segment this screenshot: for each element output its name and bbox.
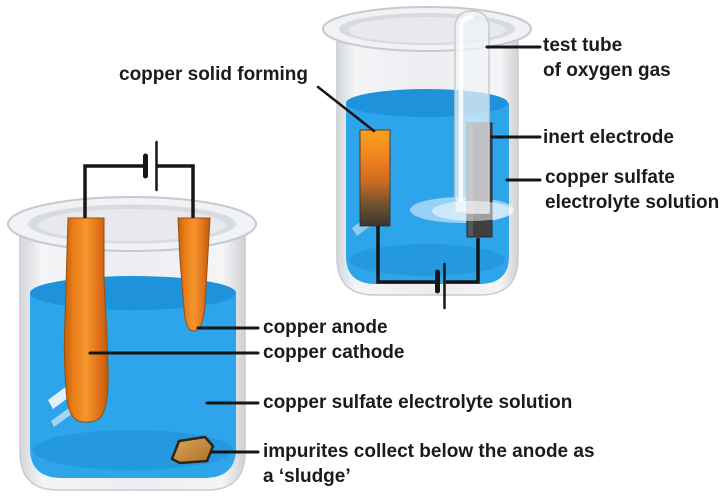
right-circuit-wire-left bbox=[376, 226, 435, 284]
inert-electrode-beaker bbox=[322, 6, 532, 296]
sludge bbox=[170, 435, 215, 465]
label-text: copper solid forming bbox=[119, 64, 308, 85]
solution-bottom-shade bbox=[349, 244, 505, 276]
label-copper-anode: copper anode bbox=[263, 315, 388, 340]
right-circuit-wire-right bbox=[446, 238, 480, 284]
label-text: inert electrode bbox=[543, 127, 674, 148]
label-copper-solid-forming: copper solid forming bbox=[119, 62, 308, 87]
test-tube-highlight bbox=[458, 14, 474, 203]
copper-purification-beaker bbox=[7, 196, 257, 491]
left-circuit-wire-left bbox=[83, 164, 143, 218]
label-test-tube: test tube of oxygen gas bbox=[543, 33, 671, 83]
left-circuit-wire-right bbox=[157, 164, 195, 218]
label-text: of oxygen gas bbox=[543, 60, 671, 81]
label-text: copper sulfate electrolyte solution bbox=[263, 392, 573, 413]
leader-copper-solid-forming bbox=[316, 85, 376, 133]
label-text: copper cathode bbox=[263, 342, 405, 363]
label-text: test tube bbox=[543, 35, 623, 56]
label-impurities-sludge: impurites collect below the anode as a ‘… bbox=[263, 439, 595, 489]
test-tube-mouth-glow bbox=[432, 201, 512, 221]
leader-lines bbox=[88, 45, 542, 454]
label-text: a ‘sludge’ bbox=[263, 466, 351, 487]
label-text: copper sulfate bbox=[545, 167, 675, 188]
label-text: electrolyte solution bbox=[545, 192, 720, 213]
copper-anode bbox=[177, 217, 211, 332]
label-electrolyte-left: copper sulfate electrolyte solution bbox=[263, 390, 572, 415]
label-inert-electrode: inert electrode bbox=[543, 125, 674, 150]
label-text: impurites collect below the anode as bbox=[263, 441, 595, 462]
copper-forming-electrode bbox=[359, 129, 391, 227]
copper-cathode bbox=[63, 217, 109, 423]
circuit-wiring bbox=[83, 140, 480, 310]
label-copper-cathode: copper cathode bbox=[263, 340, 404, 365]
test-tube bbox=[454, 10, 490, 214]
label-text: copper anode bbox=[263, 317, 388, 338]
label-electrolyte-right: copper sulfate electrolyte solution bbox=[545, 165, 719, 215]
